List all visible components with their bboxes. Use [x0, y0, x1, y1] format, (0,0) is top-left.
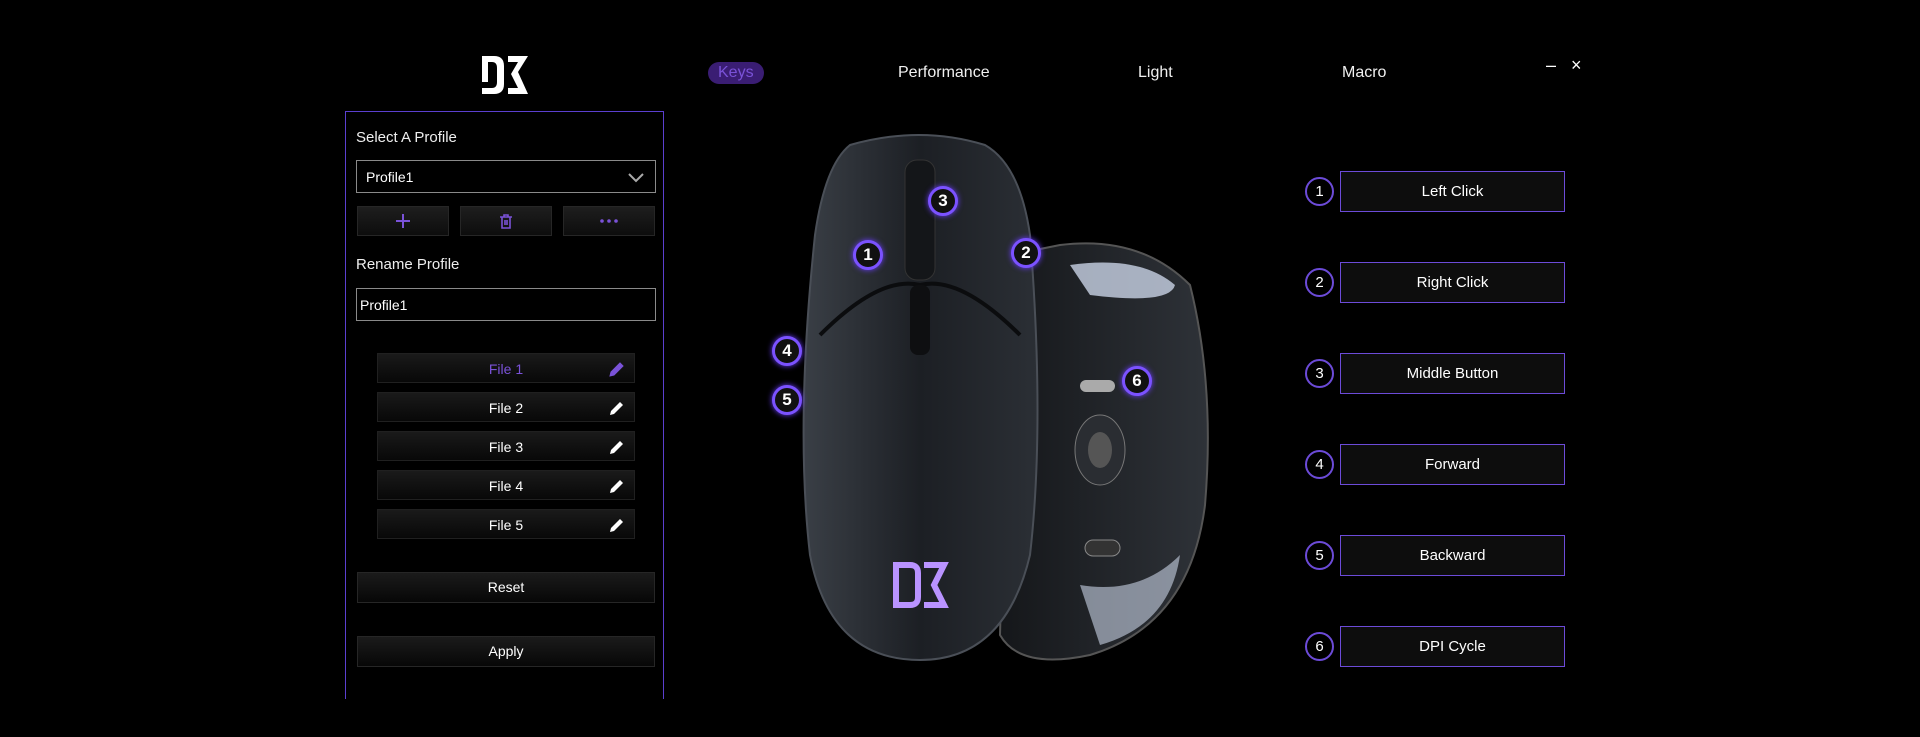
- tab-keys[interactable]: Keys: [708, 62, 764, 84]
- key-assign-dpi-cycle[interactable]: DPI Cycle: [1340, 626, 1565, 667]
- mouse-badge-4[interactable]: 4: [772, 336, 802, 366]
- file-item-3[interactable]: File 3: [377, 431, 635, 461]
- mouse-badge-6[interactable]: 6: [1122, 366, 1152, 396]
- tab-light[interactable]: Light: [1138, 64, 1173, 81]
- delete-profile-button[interactable]: [460, 206, 552, 236]
- key-assign-right-click[interactable]: Right Click: [1340, 262, 1565, 303]
- key-number-5: 5: [1305, 541, 1334, 570]
- trash-icon: [500, 214, 512, 229]
- apply-button[interactable]: Apply: [357, 636, 655, 667]
- key-number-3: 3: [1305, 359, 1334, 388]
- rename-profile-input[interactable]: [356, 288, 656, 321]
- file-item-4[interactable]: File 4: [377, 470, 635, 500]
- profile-panel: [345, 111, 664, 699]
- chevron-down-icon: [628, 173, 644, 183]
- file-item-label: File 4: [488, 478, 524, 494]
- more-options-button[interactable]: [563, 206, 655, 236]
- file-item-label: File 1: [488, 361, 524, 377]
- rename-profile-label: Rename Profile: [356, 256, 460, 273]
- key-number-4: 4: [1305, 450, 1334, 479]
- mouse-illustration: [802, 134, 1209, 662]
- reset-button[interactable]: Reset: [357, 572, 655, 603]
- key-assign-middle-button[interactable]: Middle Button: [1340, 353, 1565, 394]
- tab-performance[interactable]: Performance: [898, 64, 990, 81]
- mouse-badge-3[interactable]: 3: [928, 186, 958, 216]
- select-profile-label: Select A Profile: [356, 129, 457, 146]
- edit-pencil-icon[interactable]: [608, 438, 626, 456]
- file-item-label: File 5: [488, 517, 524, 533]
- add-profile-button[interactable]: [357, 206, 449, 236]
- edit-pencil-icon[interactable]: [608, 477, 626, 495]
- edit-pencil-icon[interactable]: [608, 516, 626, 534]
- edit-pencil-icon[interactable]: [608, 399, 626, 417]
- mouse-badge-5[interactable]: 5: [772, 385, 802, 415]
- file-item-label: File 2: [488, 400, 524, 416]
- edit-pencil-icon[interactable]: [608, 360, 626, 378]
- key-assign-forward[interactable]: Forward: [1340, 444, 1565, 485]
- more-dots-icon: [600, 219, 618, 223]
- key-number-6: 6: [1305, 632, 1334, 661]
- profile-select-value: Profile1: [366, 169, 414, 185]
- mouse-badge-2[interactable]: 2: [1011, 238, 1041, 268]
- key-number-1: 1: [1305, 177, 1334, 206]
- key-assign-left-click[interactable]: Left Click: [1340, 171, 1565, 212]
- profile-select[interactable]: Profile1: [356, 160, 656, 193]
- file-item-label: File 3: [488, 439, 524, 455]
- file-item-5[interactable]: File 5: [377, 509, 635, 539]
- file-item-1[interactable]: File 1: [377, 353, 635, 383]
- key-number-2: 2: [1305, 268, 1334, 297]
- tab-macro[interactable]: Macro: [1342, 64, 1387, 81]
- key-assign-backward[interactable]: Backward: [1340, 535, 1565, 576]
- close-button[interactable]: ×: [1571, 55, 1582, 75]
- minimize-button[interactable]: –: [1546, 55, 1557, 75]
- brand-logo: [482, 56, 528, 94]
- file-item-2[interactable]: File 2: [377, 392, 635, 422]
- plus-icon: [396, 214, 410, 228]
- mouse-badge-1[interactable]: 1: [853, 240, 883, 270]
